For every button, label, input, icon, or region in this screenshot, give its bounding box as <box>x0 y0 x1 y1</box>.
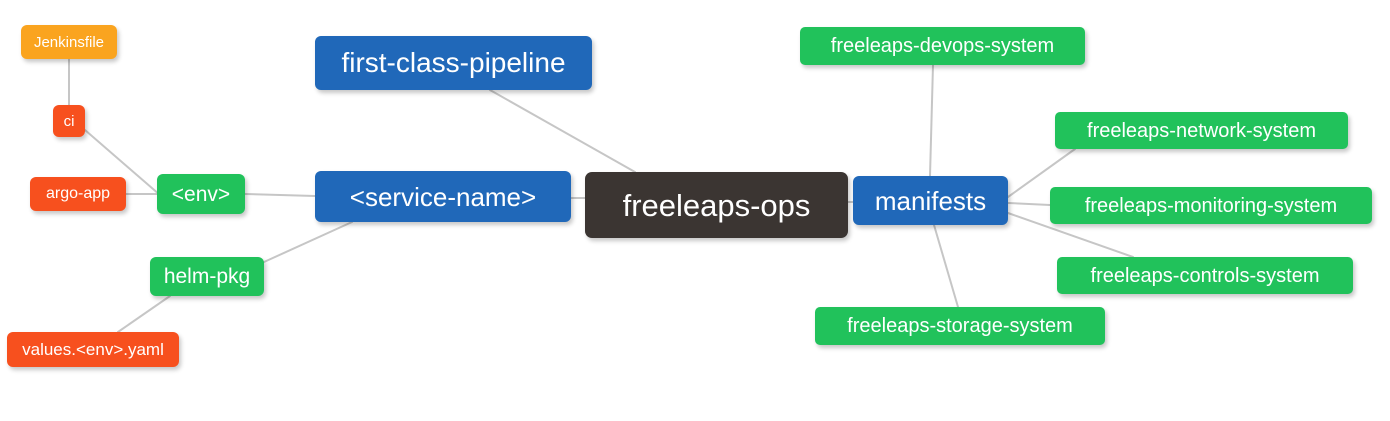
node-freeleaps-controls-system-label: freeleaps-controls-system <box>1090 264 1320 287</box>
node-values-env-yaml-label: values.<env>.yaml <box>22 340 164 359</box>
node-ci-label: ci <box>63 112 75 130</box>
node-argo-app-label: argo-app <box>45 185 111 202</box>
node-values-env-yaml[interactable]: values.<env>.yaml <box>7 332 179 367</box>
node-freeleaps-monitoring-system[interactable]: freeleaps-monitoring-system <box>1050 187 1372 224</box>
node-freeleaps-storage-system-label: freeleaps-storage-system <box>847 315 1073 337</box>
node-env[interactable]: <env> <box>157 174 245 214</box>
node-freeleaps-monitoring-system-label: freeleaps-monitoring-system <box>1084 194 1338 217</box>
edge-manifests-monitoringsystem <box>1007 202 1051 206</box>
edge-firstclass-freeleapsops <box>489 89 636 173</box>
node-freeleaps-controls-system[interactable]: freeleaps-controls-system <box>1057 257 1353 294</box>
node-helm-pkg-label: helm-pkg <box>163 265 251 288</box>
node-manifests-label: manifests <box>874 185 987 216</box>
node-jenkinsfile[interactable]: Jenkinsfile <box>21 25 117 59</box>
node-jenkinsfile-label: Jenkinsfile <box>33 33 105 51</box>
node-freeleaps-storage-system[interactable]: freeleaps-storage-system <box>815 307 1105 345</box>
node-service-name-label: <service-name> <box>349 181 537 212</box>
edge-env-servicename <box>244 193 316 197</box>
node-argo-app[interactable]: argo-app <box>30 177 126 211</box>
edge-manifests-devopssystem <box>929 64 934 177</box>
node-freeleaps-network-system-label: freeleaps-network-system <box>1087 119 1316 142</box>
node-ci[interactable]: ci <box>53 105 85 137</box>
node-freeleaps-devops-system-label: freeleaps-devops-system <box>830 35 1055 57</box>
node-manifests[interactable]: manifests <box>853 176 1008 225</box>
node-env-label: <env> <box>171 182 231 206</box>
node-first-class-pipeline[interactable]: first-class-pipeline <box>315 36 592 90</box>
node-freeleaps-ops-label: freeleaps-ops <box>622 187 811 223</box>
edge-helmpkg-servicename <box>263 221 353 263</box>
node-freeleaps-devops-system[interactable]: freeleaps-devops-system <box>800 27 1085 65</box>
edge-valuesyaml-helmpkg <box>117 295 171 333</box>
node-helm-pkg[interactable]: helm-pkg <box>150 257 264 296</box>
edge-manifests-storagesystem <box>933 224 959 308</box>
node-freeleaps-network-system[interactable]: freeleaps-network-system <box>1055 112 1348 149</box>
node-freeleaps-ops-root[interactable]: freeleaps-ops <box>585 172 848 238</box>
node-service-name[interactable]: <service-name> <box>315 171 571 222</box>
node-first-class-pipeline-label: first-class-pipeline <box>341 47 566 78</box>
